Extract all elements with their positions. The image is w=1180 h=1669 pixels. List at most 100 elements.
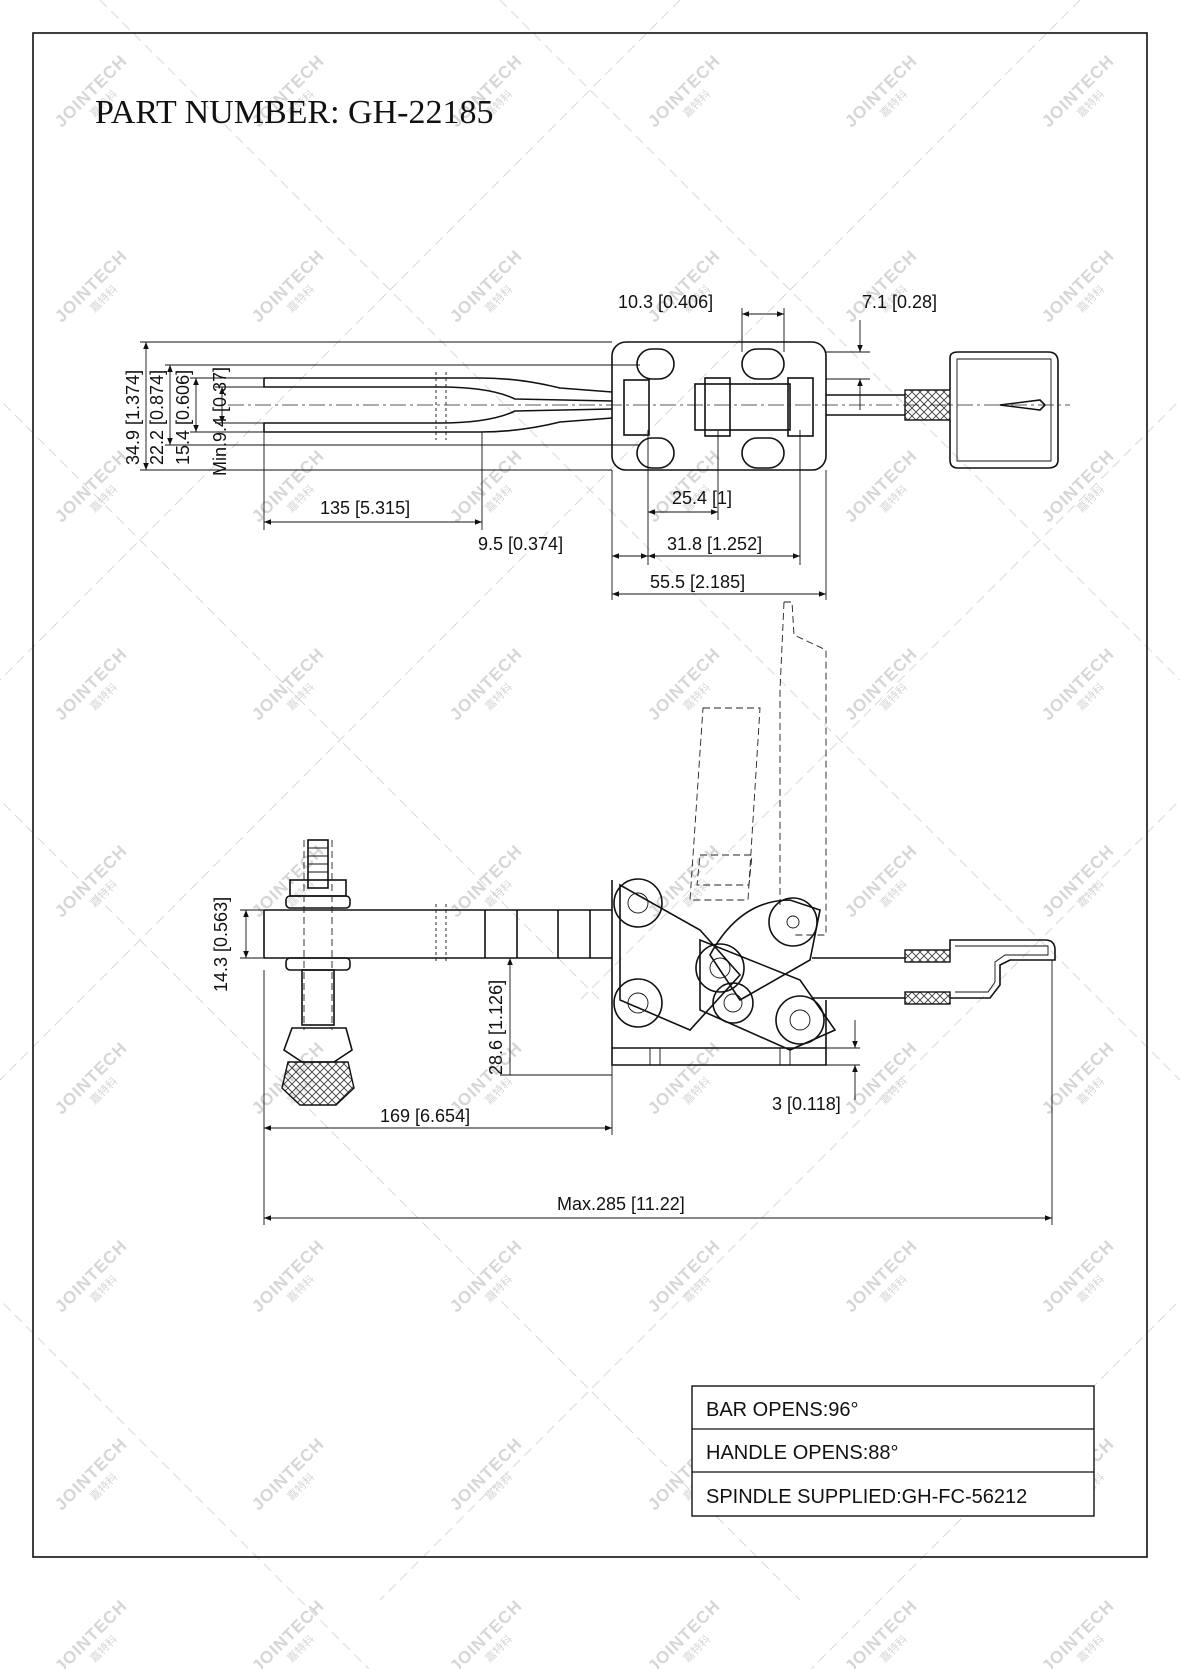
watermark-text: JOINTECH (248, 1236, 328, 1316)
dim-max-285: Max.285 [11.22] (557, 1194, 685, 1214)
watermark-text: JOINTECH (248, 644, 328, 724)
watermark-text: JOINTECH (248, 841, 328, 921)
watermark-text: JOINTECH (644, 1038, 724, 1118)
dim-10-3: 10.3 [0.406] (618, 292, 713, 312)
watermark-text: JOINTECH (1038, 246, 1118, 326)
drawing-frame (32, 32, 1148, 1558)
dim-22-2: 22.2 [0.874] (147, 370, 167, 465)
watermark-text: JOINTECH (841, 841, 921, 921)
watermark-text: JOINTECH (1038, 644, 1118, 724)
watermark-text: JOINTECH (51, 446, 131, 526)
watermark-text: JOINTECH (248, 446, 328, 526)
watermark-text: JOINTECH (644, 446, 724, 526)
watermark-text: JOINTECH (841, 1038, 921, 1118)
watermark-text: JOINTECH (51, 644, 131, 724)
watermark-text: JOINTECH (644, 1236, 724, 1316)
watermark-text: JOINTECH (51, 1038, 131, 1118)
spec-spindle-supplied: SPINDLE SUPPLIED:GH-FC-56212 (706, 1486, 1027, 1508)
dim-135: 135 [5.315] (320, 498, 410, 518)
watermark-text: JOINTECH (1038, 1236, 1118, 1316)
watermark-text: JOINTECH (841, 1236, 921, 1316)
dim-15-4: 15.4 [0.606] (173, 370, 193, 465)
watermark-text: JOINTECH (841, 446, 921, 526)
watermark-text: JOINTECH (51, 841, 131, 921)
dim-7-1: 7.1 [0.28] (862, 292, 937, 312)
dim-28-6: 28.6 [1.126] (486, 980, 506, 1075)
watermark-text: JOINTECH (644, 841, 724, 921)
watermark-text: JOINTECH (248, 246, 328, 326)
watermark-text: JOINTECH (1038, 1038, 1118, 1118)
watermark-text: JOINTECH (841, 644, 921, 724)
watermark-text: JOINTECH (841, 51, 921, 131)
watermark-text: JOINTECH (644, 246, 724, 326)
watermark-text: JOINTECH (248, 1434, 328, 1514)
spec-handle-opens: HANDLE OPENS:88° (706, 1442, 899, 1464)
watermark-text: JOINTECH (841, 246, 921, 326)
dim-9-5: 9.5 [0.374] (478, 534, 563, 554)
top-view: 10.3 [0.406] 7.1 [0.28] 34.9 [1.374] 22.… (123, 292, 1070, 600)
watermark-text: JOINTECH (446, 1434, 526, 1514)
watermark-text: JOINTECH (1038, 51, 1118, 131)
watermark-text: JOINTECH (51, 1236, 131, 1316)
watermark-text: JOINTECH (1038, 841, 1118, 921)
spec-bar-opens: BAR OPENS:96° (706, 1399, 859, 1421)
watermark-text: JOINTECH (1038, 446, 1118, 526)
watermark-text: JOINTECH (51, 246, 131, 326)
watermark-text: JOINTECH (446, 1236, 526, 1316)
dim-31-8: 31.8 [1.252] (667, 534, 762, 554)
part-number-title: PART NUMBER: GH-22185 (95, 94, 493, 131)
watermark-text: JOINTECH (446, 246, 526, 326)
dim-14-3: 14.3 [0.563] (211, 897, 231, 992)
dim-169: 169 [6.654] (380, 1106, 470, 1126)
dim-25-4: 25.4 [1] (672, 488, 732, 508)
watermark-text: JOINTECH (446, 644, 526, 724)
watermark-text: JOINTECH (446, 841, 526, 921)
dim-55-5: 55.5 [2.185] (650, 572, 745, 592)
watermark-text: JOINTECH (446, 446, 526, 526)
watermark-text: JOINTECH (644, 51, 724, 131)
dim-34-9: 34.9 [1.374] (123, 370, 143, 465)
watermark-text: JOINTECH (51, 1434, 131, 1514)
dim-min-9-4: Min.9.4 [0.37] (210, 367, 230, 476)
dim-3: 3 [0.118] (772, 1094, 841, 1114)
spec-table: BAR OPENS:96° HANDLE OPENS:88° SPINDLE S… (691, 1385, 1095, 1517)
